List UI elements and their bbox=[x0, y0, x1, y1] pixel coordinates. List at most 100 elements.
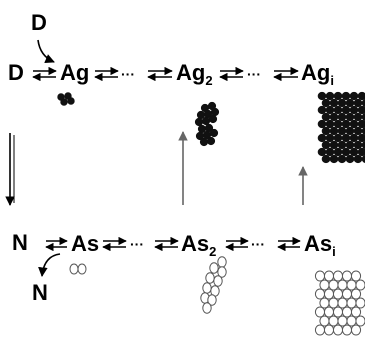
particle bbox=[346, 297, 357, 309]
bottom-side-label: N bbox=[12, 230, 28, 255]
bottom-oligomer-base: As bbox=[304, 231, 332, 256]
particle bbox=[323, 324, 335, 336]
particle bbox=[357, 105, 365, 115]
particle bbox=[321, 112, 331, 122]
particle bbox=[317, 133, 327, 143]
particle bbox=[353, 112, 363, 122]
particle bbox=[319, 315, 330, 327]
particle bbox=[217, 266, 227, 278]
particle bbox=[350, 288, 362, 300]
top-oligomer-sub: i bbox=[330, 73, 334, 88]
top-monomer-label: Ag bbox=[60, 60, 89, 85]
particle bbox=[206, 136, 216, 146]
top-side-label: D bbox=[8, 60, 24, 85]
particle bbox=[349, 91, 359, 101]
particle bbox=[341, 288, 353, 300]
particle bbox=[323, 270, 335, 282]
particle bbox=[341, 147, 351, 157]
particle bbox=[350, 324, 362, 336]
particle bbox=[341, 133, 351, 143]
particle bbox=[319, 297, 330, 309]
particle bbox=[317, 91, 327, 101]
bottom-equilibrium-arrow-1 bbox=[102, 236, 127, 252]
bottom-equilibrium-arrow-4 bbox=[277, 236, 301, 252]
particle bbox=[353, 140, 363, 150]
vertical-arrow-left bbox=[5, 133, 15, 206]
particle bbox=[361, 127, 365, 135]
particle bbox=[361, 113, 365, 121]
particle bbox=[357, 133, 365, 143]
bottom-equilibrium-arrow-3 bbox=[225, 236, 249, 252]
particle bbox=[205, 272, 215, 284]
particle bbox=[60, 98, 68, 106]
particle bbox=[207, 294, 217, 306]
particle bbox=[357, 91, 365, 101]
particle bbox=[341, 105, 351, 115]
particle bbox=[202, 302, 212, 314]
particle bbox=[357, 147, 365, 157]
particle bbox=[321, 154, 331, 164]
bottom-dimer-particle-cluster bbox=[200, 256, 227, 314]
particle bbox=[345, 140, 355, 150]
particle bbox=[329, 98, 339, 108]
particle bbox=[337, 126, 347, 136]
particle bbox=[333, 119, 343, 129]
top-dimer-label: Ag2 bbox=[176, 60, 213, 88]
particle bbox=[210, 107, 220, 117]
particle bbox=[345, 126, 355, 136]
particle bbox=[328, 315, 339, 327]
particle bbox=[346, 279, 357, 291]
particle bbox=[333, 105, 343, 115]
top-equilibrium-arrow-3 bbox=[219, 66, 244, 82]
particle bbox=[325, 147, 335, 157]
bottom-oligomer-sub: i bbox=[332, 244, 336, 259]
particle bbox=[353, 126, 363, 136]
particle bbox=[325, 91, 335, 101]
particle bbox=[77, 263, 87, 275]
bottom-ellipsis-1: ··· bbox=[130, 236, 144, 252]
top-dimer-particle-cluster bbox=[194, 101, 220, 147]
particle bbox=[333, 133, 343, 143]
top-equilibrium-arrow-4 bbox=[273, 66, 299, 82]
particle bbox=[314, 288, 326, 300]
bottom-monomer-label: As bbox=[71, 231, 99, 256]
top-oligomer-base: Ag bbox=[301, 60, 330, 85]
particle bbox=[333, 91, 343, 101]
top-monomer-particle-cluster bbox=[57, 92, 75, 106]
particle bbox=[314, 306, 326, 318]
particle bbox=[361, 99, 365, 107]
bottom-monomer-base: As bbox=[71, 231, 99, 256]
top-equilibrium-arrow-1 bbox=[94, 66, 119, 82]
particle bbox=[361, 141, 365, 149]
particle bbox=[337, 154, 347, 164]
particle bbox=[208, 114, 218, 124]
particle bbox=[199, 137, 209, 147]
particle bbox=[329, 126, 339, 136]
particle bbox=[349, 133, 359, 143]
particle bbox=[337, 98, 347, 108]
top-dimer-sub: 2 bbox=[205, 73, 212, 88]
particle bbox=[328, 279, 339, 291]
particle bbox=[353, 98, 363, 108]
particle bbox=[345, 112, 355, 122]
particle bbox=[325, 119, 335, 129]
particle bbox=[209, 262, 219, 274]
top-oligomer-particle-cluster bbox=[317, 91, 365, 164]
particle bbox=[353, 154, 363, 164]
particle bbox=[337, 112, 347, 122]
top-incoming-label: D bbox=[31, 10, 47, 35]
particle bbox=[329, 154, 339, 164]
top-dimer-base: Ag bbox=[176, 60, 205, 85]
particle bbox=[67, 97, 75, 105]
bottom-incoming-label: N bbox=[32, 280, 48, 305]
particle bbox=[319, 279, 330, 291]
top-ellipsis-2: ··· bbox=[247, 66, 261, 82]
particle bbox=[328, 297, 339, 309]
top-monomer-base: Ag bbox=[60, 60, 89, 85]
particle bbox=[314, 324, 326, 336]
particle bbox=[323, 306, 335, 318]
particle bbox=[194, 117, 204, 127]
particle bbox=[329, 140, 339, 150]
particle bbox=[337, 315, 348, 327]
